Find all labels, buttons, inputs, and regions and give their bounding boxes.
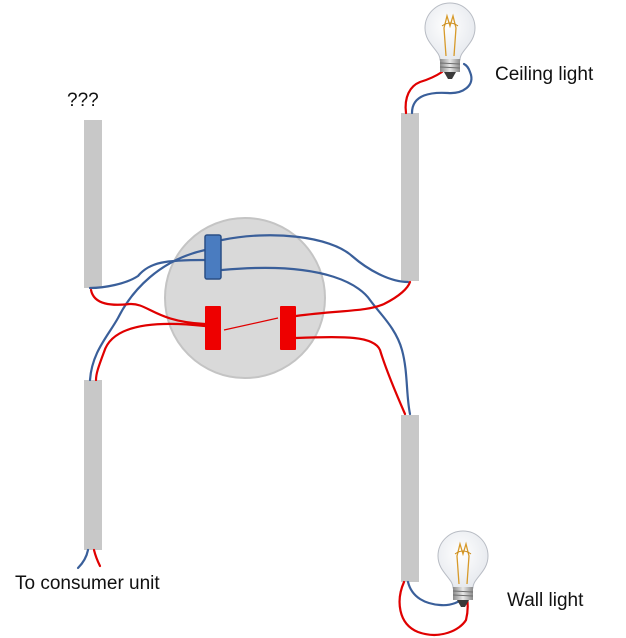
unknown-label: ??? (67, 90, 99, 111)
live-wire-top-left (89, 288, 207, 326)
cable-top-right (401, 113, 419, 281)
live-wire-ceiling-light (404, 70, 444, 115)
neutral-wire-top-right (220, 234, 410, 284)
cable-bottom-left (84, 380, 102, 550)
live-terminal-right (280, 306, 296, 350)
neutral-wire-ceiling-light (410, 62, 473, 115)
live-wire-wall-light (398, 580, 469, 637)
neutral-wire-consumer-unit (76, 548, 90, 570)
neutral-wire-to-bottom-left (220, 266, 412, 416)
switch-link (223, 317, 279, 331)
live-wire-bottom-right (294, 335, 407, 416)
ceiling-light-label: Ceiling light (495, 64, 594, 85)
neutral-wire-bottom-left (88, 248, 207, 382)
cable-top-left (84, 120, 102, 288)
light-bulb-icon (437, 530, 489, 608)
live-wire-top-right (294, 280, 412, 318)
live-terminal-left (205, 306, 221, 350)
live-wire-bottom-left (94, 322, 207, 382)
live-wire-consumer-unit (92, 548, 102, 568)
neutral-terminal (204, 234, 222, 280)
cable-bottom-right (401, 415, 419, 582)
wall-light-label: Wall light (507, 590, 584, 611)
consumer-unit-label: To consumer unit (15, 573, 160, 594)
junction-box (164, 217, 326, 379)
